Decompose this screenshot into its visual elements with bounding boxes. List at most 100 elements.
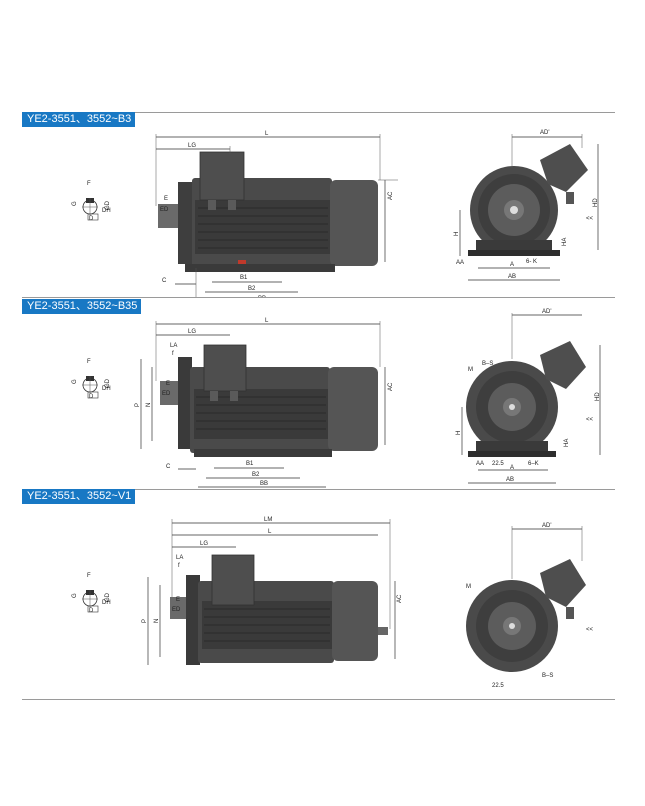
b3-label-ab: AB <box>508 274 516 280</box>
v1-label-p: P <box>142 619 148 623</box>
b3-shaft-section: F G GD D DH <box>72 181 111 222</box>
b35-label-b1: B1 <box>246 461 254 467</box>
b35-label-ab: AB <box>506 477 514 483</box>
b35-label-ac: AC <box>388 382 394 391</box>
b3-label-dh: DH <box>102 208 111 214</box>
b35-label-m: M <box>468 367 473 373</box>
b35-label-a: A <box>510 465 514 471</box>
b35-label-l: L <box>265 318 269 324</box>
b3-label-c: C <box>162 278 167 284</box>
v1-label-ad: AD' <box>542 523 551 529</box>
b3-label-d: D <box>89 216 94 222</box>
b3-side-view-motor <box>158 151 378 272</box>
b35-label-6k: 6–K <box>528 461 539 467</box>
b35-label-gd: GD <box>105 378 111 388</box>
v1-label-g: G <box>72 593 78 598</box>
b3-label-g: G <box>72 201 78 206</box>
b3-label-gd: GD <box>105 200 111 210</box>
section-title-badge: YE2-3551、3552~B35 <box>22 299 142 314</box>
b35-label-la: LA <box>170 343 177 349</box>
b3-front-view-motor <box>468 144 588 256</box>
v1-side-view-motor <box>170 554 388 665</box>
v1-label-ed: ED <box>172 607 181 613</box>
b35-side-dimensions: L LG LA f E ED P N AC C B1 B2 BB <box>135 318 394 488</box>
v1-side-dimensions: LM L LG LA f E ED P N AC <box>142 517 403 665</box>
v1-label-e: E <box>176 597 180 603</box>
section-v1: YE2-3551、3552~V1 F G GD D DH <box>0 489 645 699</box>
b3-label-f: F <box>87 181 91 187</box>
section-b35: YE2-3551、3552~B35 F G GD D DH <box>0 297 645 489</box>
b35-shaft-section: F G GD D DH <box>72 359 111 400</box>
v1-label-kk: << <box>586 627 594 633</box>
b35-label-h: H <box>456 431 462 435</box>
section-title-badge: YE2-3551、3552~V1 <box>22 489 136 504</box>
v1-label-f-flange: f <box>178 563 180 569</box>
v1-label-n: N <box>154 619 160 623</box>
b35-label-hd: HD <box>595 392 601 401</box>
v1-label-gd: GD <box>105 592 111 602</box>
section-divider-mid1 <box>22 297 615 298</box>
b3-label-6k: 6- K <box>526 259 537 265</box>
v1-label-lg: LG <box>200 541 208 547</box>
b35-label-p: P <box>135 403 141 407</box>
b35-label-f: F <box>87 359 91 365</box>
v1-label-m: M <box>466 584 471 590</box>
b3-label-b2: B2 <box>248 286 256 292</box>
b3-label-bb: BB <box>258 296 266 297</box>
v1-label-bs: B–S <box>542 673 553 679</box>
b35-label-bs: B–S <box>482 361 493 367</box>
b35-label-aa: AA <box>476 461 484 467</box>
v1-front-dimensions: AD' M << 22.5 B–S <box>466 523 594 689</box>
v1-label-f: F <box>87 573 91 579</box>
b35-label-lg: LG <box>188 329 196 335</box>
b3-label-hd: HD <box>593 198 599 207</box>
v1-label-la: LA <box>176 555 183 561</box>
v1-label-d: D <box>89 608 94 614</box>
v1-shaft-section: F G GD D DH <box>72 573 111 614</box>
b35-label-kk: << <box>586 417 594 423</box>
b3-label-ad: AD' <box>540 130 549 136</box>
section-divider-mid2 <box>22 489 615 490</box>
b3-label-ac: AC <box>388 191 394 200</box>
b35-label-b2: B2 <box>252 472 260 478</box>
v1-label-lm: LM <box>264 517 272 523</box>
b35-label-bb: BB <box>260 481 268 487</box>
b3-label-h: H <box>454 232 460 236</box>
b3-drawing: F G GD D DH <box>72 130 599 297</box>
b35-label-22-5: 22.5 <box>492 461 504 467</box>
section-divider-top <box>22 112 615 113</box>
v1-label-ac: AC <box>397 594 403 603</box>
b35-label-ha: HA <box>564 439 570 447</box>
b3-label-ed: ED <box>160 207 169 213</box>
v1-label-dh: DH <box>102 600 111 606</box>
b35-drawing: F G GD D DH L <box>72 309 601 488</box>
b35-front-dimensions: AD' M B–S HD H HA << AA 22.5 A 6–K AB <box>456 309 601 484</box>
section-title-badge: YE2-3551、3552~B3 <box>22 112 136 127</box>
b35-label-f-flange: f <box>172 351 174 357</box>
b35-label-c: C <box>166 464 171 470</box>
b35-label-d: D <box>89 394 94 400</box>
b3-label-l: L <box>265 131 269 137</box>
b3-label-b1: B1 <box>240 275 248 281</box>
b3-label-aa: AA <box>456 260 464 266</box>
b3-side-dimensions: L LG E ED AC C B1 B2 BB <box>155 131 398 297</box>
section-divider-bottom <box>22 699 615 700</box>
b35-label-e: E <box>166 381 170 387</box>
b3-label-ha: HA <box>562 238 568 246</box>
v1-drawing: F G GD D DH LM L <box>72 517 594 689</box>
b35-label-dh: DH <box>102 386 111 392</box>
b3-front-dimensions: AD' HD H HA << AA A 6- K AB <box>454 130 599 281</box>
b3-label-lg: LG <box>188 143 196 149</box>
b35-label-g: G <box>72 379 78 384</box>
section-b3: YE2-3551、3552~B3 F G GD D DH <box>0 112 645 297</box>
b35-side-view-motor <box>160 344 378 457</box>
b3-label-a: A <box>510 262 514 268</box>
v1-label-22-5: 22.5 <box>492 683 504 689</box>
b35-label-n: N <box>146 403 152 407</box>
b35-label-ad: AD' <box>542 309 551 315</box>
b35-front-view-motor <box>466 341 586 457</box>
v1-label-l: L <box>268 529 272 535</box>
b35-label-ed: ED <box>162 391 171 397</box>
b3-label-kk: << <box>586 216 594 222</box>
v1-front-view-motor <box>466 559 586 672</box>
